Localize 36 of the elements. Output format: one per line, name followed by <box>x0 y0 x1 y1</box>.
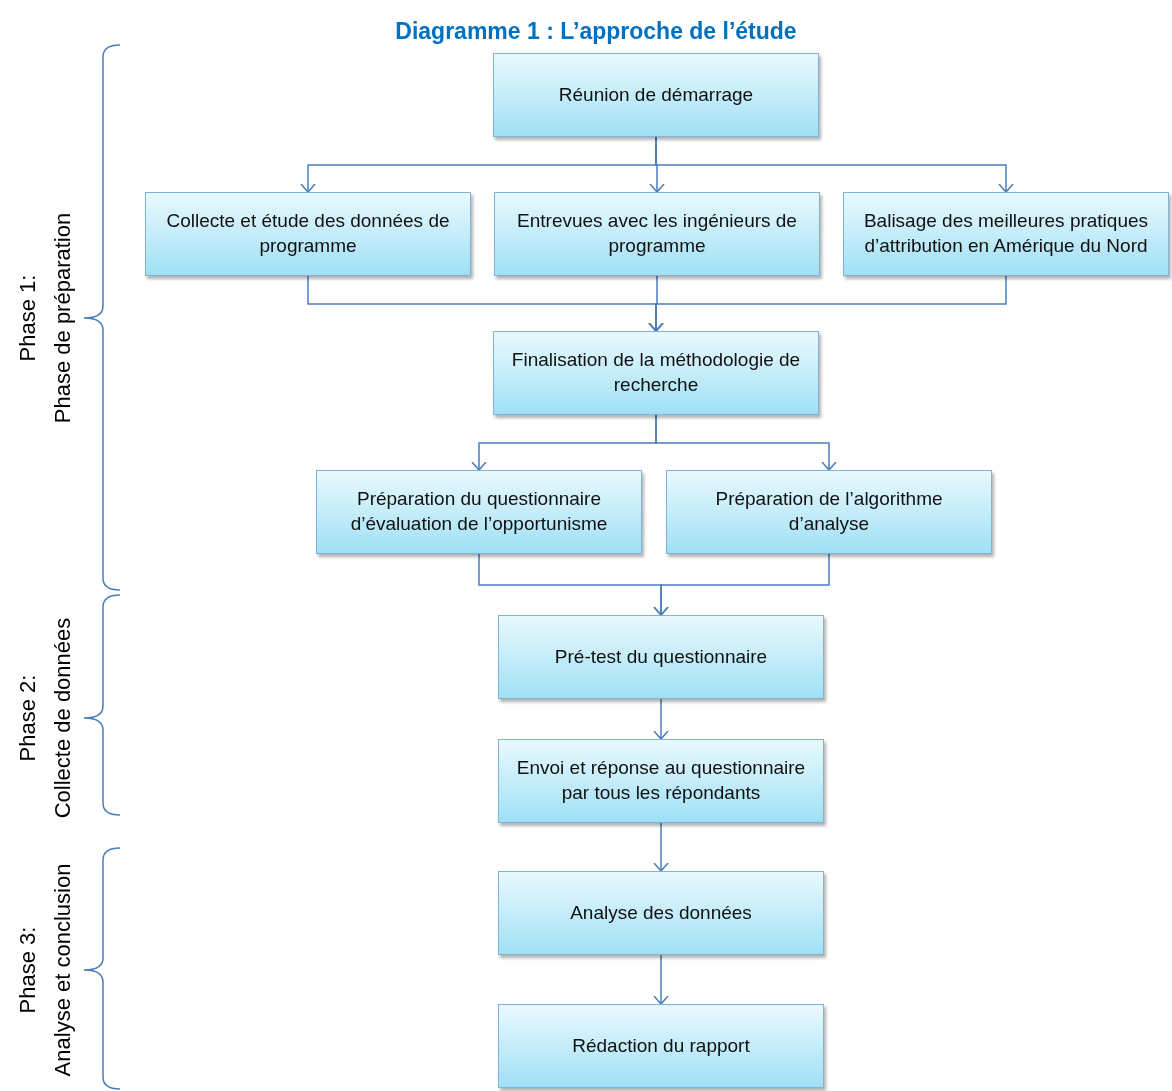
arrow <box>655 414 837 471</box>
phase-label: Phase 2: <box>13 673 41 764</box>
box-text: Préparation du questionnaire d’évaluation de l’opportunisme <box>349 487 609 536</box>
box-text: Préparation de l’algorithme d’analyse <box>714 487 944 536</box>
box-text: Envoi et réponse au questionnaire par tous les répondants <box>515 756 807 805</box>
process-box <box>843 192 1169 276</box>
process-box <box>498 739 824 823</box>
process-box <box>493 331 819 415</box>
arrow <box>653 954 669 1005</box>
arrow <box>653 698 669 740</box>
box-text: Rédaction du rapport <box>572 1033 750 1058</box>
arrow <box>648 275 1007 332</box>
box-text: Réunion de démarrage <box>558 82 754 107</box>
process-box <box>493 53 819 137</box>
box-text: Collecte et étude des données de programme <box>165 209 451 258</box>
box-text: Balisage des meilleures pratiques d’attribution en Amérique du Nord <box>862 209 1150 258</box>
process-box <box>498 1004 824 1088</box>
process-box <box>316 470 642 554</box>
arrow <box>655 136 1014 193</box>
phase-label: Phase 1: <box>13 273 41 364</box>
phase-label: Analyse et conclusion <box>49 863 76 1077</box>
process-box <box>145 192 471 276</box>
arrow <box>653 553 830 616</box>
phase-label: Collecte de données <box>49 617 76 819</box>
box-text: Finalisation de la méthodologie de recherche <box>510 348 802 397</box>
arrow <box>653 822 669 872</box>
box-text: Pré-test du questionnaire <box>554 644 768 669</box>
box-text: Entrevues avec les ingénieurs de programme <box>516 209 798 258</box>
process-box <box>498 871 824 955</box>
process-box <box>494 192 820 276</box>
process-box <box>666 470 992 554</box>
box-text: Analyse des données <box>570 900 752 925</box>
diagram-title: Diagramme 1 : L’approche de l’étude <box>394 17 798 46</box>
phase-label: Phase de préparation <box>49 212 76 424</box>
process-box <box>498 615 824 699</box>
phase-label: Phase 3: <box>13 925 41 1016</box>
